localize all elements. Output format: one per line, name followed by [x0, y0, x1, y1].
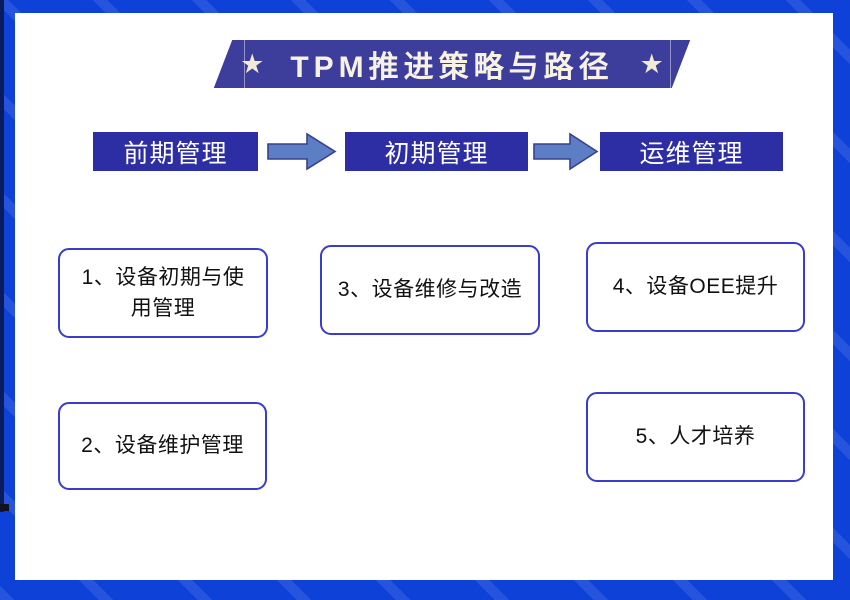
- item-label: 3、设备维修与改造: [337, 278, 523, 302]
- title-banner-content: ★ TPM推进策略与路径 ★: [223, 40, 681, 88]
- content-panel: ★ TPM推进策略与路径 ★ 前期管理 初期管理 运维管理: [15, 13, 833, 580]
- item-box-1: 1、设备初期与使用管理: [58, 248, 268, 338]
- banner-divider-left: [244, 40, 245, 88]
- stage-label: 前期管理: [123, 139, 228, 168]
- stage-label: 运维管理: [639, 139, 744, 168]
- item-box-5: 5、人才培养: [586, 392, 805, 482]
- right-arrow-shape: [533, 132, 599, 171]
- stage-box-early-management: 前期管理: [93, 132, 258, 171]
- right-arrow-icon: [532, 131, 600, 177]
- item-label: 4、设备OEE提升: [612, 275, 779, 299]
- title-banner: ★ TPM推进策略与路径 ★: [213, 40, 691, 88]
- stage-box-operation-management: 运维管理: [600, 132, 783, 171]
- stage-label: 初期管理: [384, 139, 489, 168]
- star-icon: ★: [639, 48, 664, 79]
- item-label: 5、人才培养: [635, 425, 756, 449]
- banner-divider-right: [670, 40, 671, 88]
- item-box-4: 4、设备OEE提升: [586, 242, 805, 332]
- item-label: 1、设备初期与使用管理: [81, 265, 245, 321]
- stage-box-initial-management: 初期管理: [345, 132, 528, 171]
- item-box-2: 2、设备维护管理: [58, 402, 267, 490]
- item-box-3: 3、设备维修与改造: [320, 245, 540, 335]
- right-arrow-icon: [266, 131, 338, 177]
- left-edge-tick: [0, 504, 9, 511]
- item-label: 2、设备维护管理: [81, 434, 244, 458]
- page-title: TPM推进策略与路径: [290, 51, 614, 84]
- left-edge-strip: [0, 0, 4, 512]
- right-arrow-shape: [267, 132, 337, 171]
